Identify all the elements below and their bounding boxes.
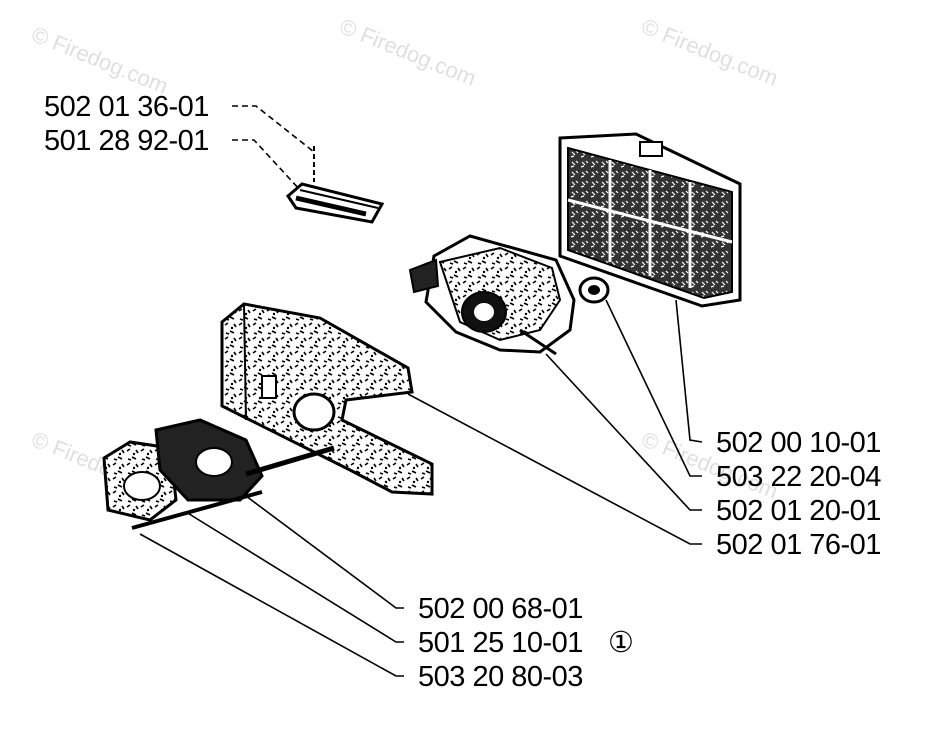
carburetor-drawing xyxy=(408,234,576,356)
housing-drawing xyxy=(220,302,434,496)
watermark: © Firedog.com xyxy=(638,13,781,90)
part-labels: 502 01 36-01 501 28 92-01 502 00 10-01 5… xyxy=(44,91,882,693)
part-number-label: 503 22 20-04 xyxy=(716,461,881,493)
intake-boot-drawing xyxy=(102,418,335,530)
gasket-ring-drawing xyxy=(578,276,610,304)
part-number-label: 501 25 10-01 xyxy=(418,627,583,659)
part-number-label: 502 00 10-01 xyxy=(716,427,881,459)
leader-lines xyxy=(139,105,703,677)
part-number-label: 502 00 68-01 xyxy=(418,593,583,625)
part-number-label: 502 01 76-01 xyxy=(716,529,881,561)
part-number-label: 502 01 36-01 xyxy=(44,91,209,123)
part-number-label: 503 20 80-03 xyxy=(418,661,583,693)
circled-one-mark: ① xyxy=(608,627,634,659)
part-number-label: 501 28 92-01 xyxy=(44,125,209,157)
air-filter-drawing xyxy=(558,132,742,308)
part-number-label: 502 01 20-01 xyxy=(716,495,881,527)
watermark: © Firedog.com xyxy=(336,13,479,90)
cover-plate-drawing xyxy=(286,146,385,224)
watermark: © Firedog.com xyxy=(28,21,171,98)
